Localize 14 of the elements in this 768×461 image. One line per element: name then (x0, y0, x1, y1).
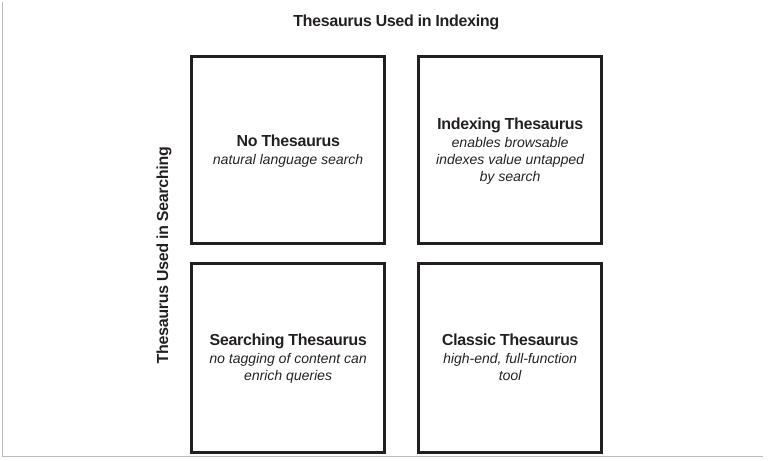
axis-label: Thesaurus Used in Searching (155, 146, 173, 364)
quadrant-heading: Searching Thesaurus (209, 332, 367, 350)
quadrant-box (190, 262, 386, 454)
quadrant-heading: Indexing Thesaurus (437, 116, 583, 134)
quadrant-box (417, 55, 603, 245)
quadrant-description: high-end, full-function tool (442, 350, 578, 384)
quadrant-heading: Classic Thesaurus (442, 332, 578, 350)
quadrant-heading: No Thesaurus (236, 132, 340, 150)
quadrant-box (417, 262, 603, 454)
quadrant-description: natural language search (212, 150, 364, 168)
axis-label: Thesaurus Used in Indexing (293, 13, 499, 31)
quadrant-description: enables browsable indexes value untapped by search (435, 134, 586, 184)
quadrant-description: no tagging of content can enrich queries (208, 350, 368, 384)
quadrant-box (190, 55, 386, 245)
